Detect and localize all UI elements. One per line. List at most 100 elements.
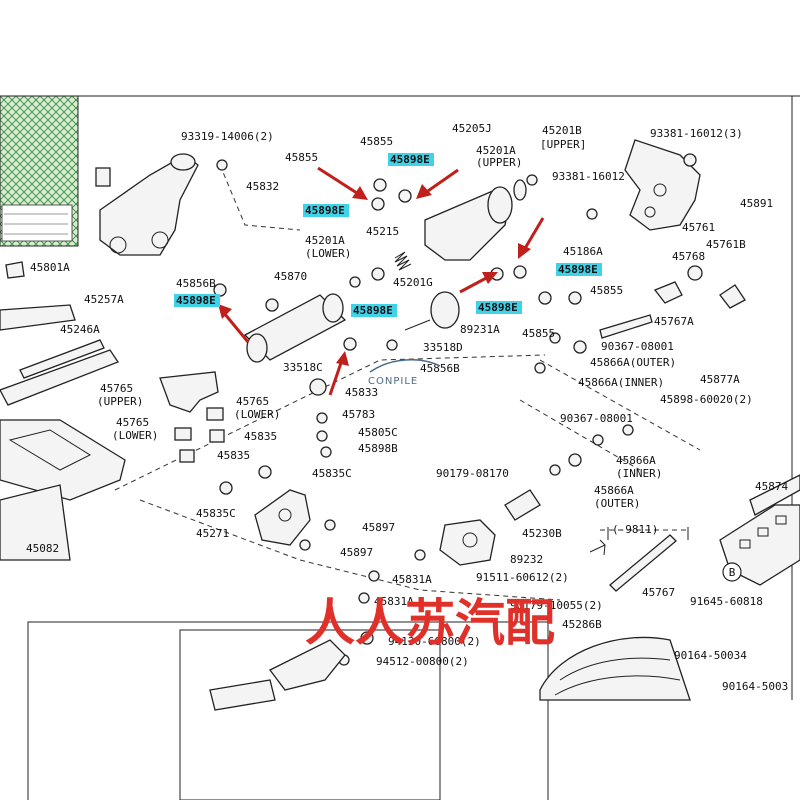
arrow-6 [328,359,344,396]
highlight-box [174,294,220,307]
part-label: 45201G [393,276,433,289]
part-label: 45833 [345,386,378,399]
part-label: 45870 [274,270,307,283]
part-label: 33518D [423,341,463,354]
part-label: (LOWER) [112,429,158,442]
part-labels: 93319-14006(2) 45855 45205J 45201B[UPPER] 93… [26,122,788,693]
highlighted-part-label: 45898E [176,294,216,307]
watermark-logo: CONPILE [368,359,441,387]
part-label: 90179-08170 [436,467,509,480]
part-label: 45855 [285,151,318,164]
part-label: (UPPER) [476,156,522,169]
part-label: 45856B [420,362,460,375]
highlighted-part-label: 45898E [305,204,345,217]
part-label: 45898-60020(2) [660,393,753,406]
sensor-assembly [439,519,496,566]
highlighted-part-label: 45898E [558,263,598,276]
part-label: 90164-50034 [674,649,747,662]
column-support-bracket [254,489,311,546]
highlight-box [388,153,434,166]
part-label: 45831A [392,573,432,586]
part-label: 45855 [360,135,393,148]
highlighted-part-label: 45898E [478,301,518,314]
part-label: 45866A(OUTER) [590,356,676,369]
part-label: 45765 [236,395,269,408]
part-label: 45783 [342,408,375,421]
part-label: 45874 [755,480,788,493]
steering-column [0,304,126,561]
intermediate-shaft [209,639,346,711]
sleeve [504,489,541,521]
highlighted-part-label: 45898E [390,153,430,166]
part-label: 91645-60818 [690,595,763,608]
leader-lines [114,164,701,601]
part-label: 45201A [305,234,345,247]
part-label: 45835 [244,430,277,443]
arrow-3 [522,217,545,251]
part-label: 45765 [116,416,149,429]
part-label: 45082 [26,542,59,555]
part-label: 93381-16012(3) [650,127,743,140]
part-label: 90367-08001 [560,412,633,425]
column-bracket [5,153,199,279]
part-label: 45201A [476,144,516,157]
part-label: 45898B [358,442,398,455]
part-label: 94130-60800(2) [388,635,481,648]
part-label: 45257A [84,293,124,306]
part-label: 45767 [642,586,675,599]
part-label: 45855 [522,327,555,340]
tilt-bracket [624,139,701,231]
part-label: (UPPER) [97,395,143,408]
part-label: 45897 [362,521,395,534]
highlighted-part-label: 45898E [353,304,393,317]
part-label: 45761 [682,221,715,234]
part-label: 45832 [246,180,279,193]
part-label: 45891 [740,197,773,210]
part-label: 33518C [283,361,323,374]
arrow-4 [222,312,250,343]
part-label: 45230B [522,527,562,540]
highlight-box [303,204,349,217]
part-label: 91511-60612(2) [476,571,569,584]
part-label: 45855 [590,284,623,297]
part-label: 45215 [366,225,399,238]
highlight-box [476,301,522,314]
part-label: 93381-16012 [552,170,625,183]
part-label: 45805C [358,426,398,439]
part-label: (INNER) [616,467,662,480]
part-label: (LOWER) [234,408,280,421]
part-label: 93319-14006(2) [181,130,274,143]
part-label: 90367-08001 [601,340,674,353]
part-label: 94512-00800(2) [376,655,469,668]
part-label: 45201B [542,124,582,137]
spline-shaft [589,534,677,592]
part-label: 89232 [510,553,543,566]
part-label: 45205J [452,122,492,135]
part-label: 45866A(INNER) [578,376,664,389]
arrow-2 [424,168,459,195]
arrow-5 [459,274,491,294]
lower-brackets [159,371,225,463]
highlight-box [556,263,602,276]
part-label: [UPPER] [540,138,586,151]
part-label: 45186A [563,245,603,258]
part-label: 90164-5003 [722,680,788,693]
part-label: (-9811) [612,523,658,536]
part-label: 45835C [312,467,352,480]
part-label: 45271 [196,527,229,540]
part-label: 45801A [30,261,70,274]
callout-letter: B [729,566,736,579]
telescopic-shaft [424,179,527,261]
highlighted-part-labels: 45898E 45898E 45898E 45898E 45898E 45898E [174,153,602,317]
part-label: 45765 [100,382,133,395]
highlight-box [351,304,397,317]
part-label: 45877A [700,373,740,386]
arrow-1 [317,166,361,197]
part-label: 89231A [460,323,500,336]
part-label: (LOWER) [305,247,351,260]
inset-map [0,95,79,247]
switch-housing [404,291,460,331]
part-label: 45897 [340,546,373,559]
tilt-lever [599,281,746,339]
callout-b: B [722,562,742,582]
